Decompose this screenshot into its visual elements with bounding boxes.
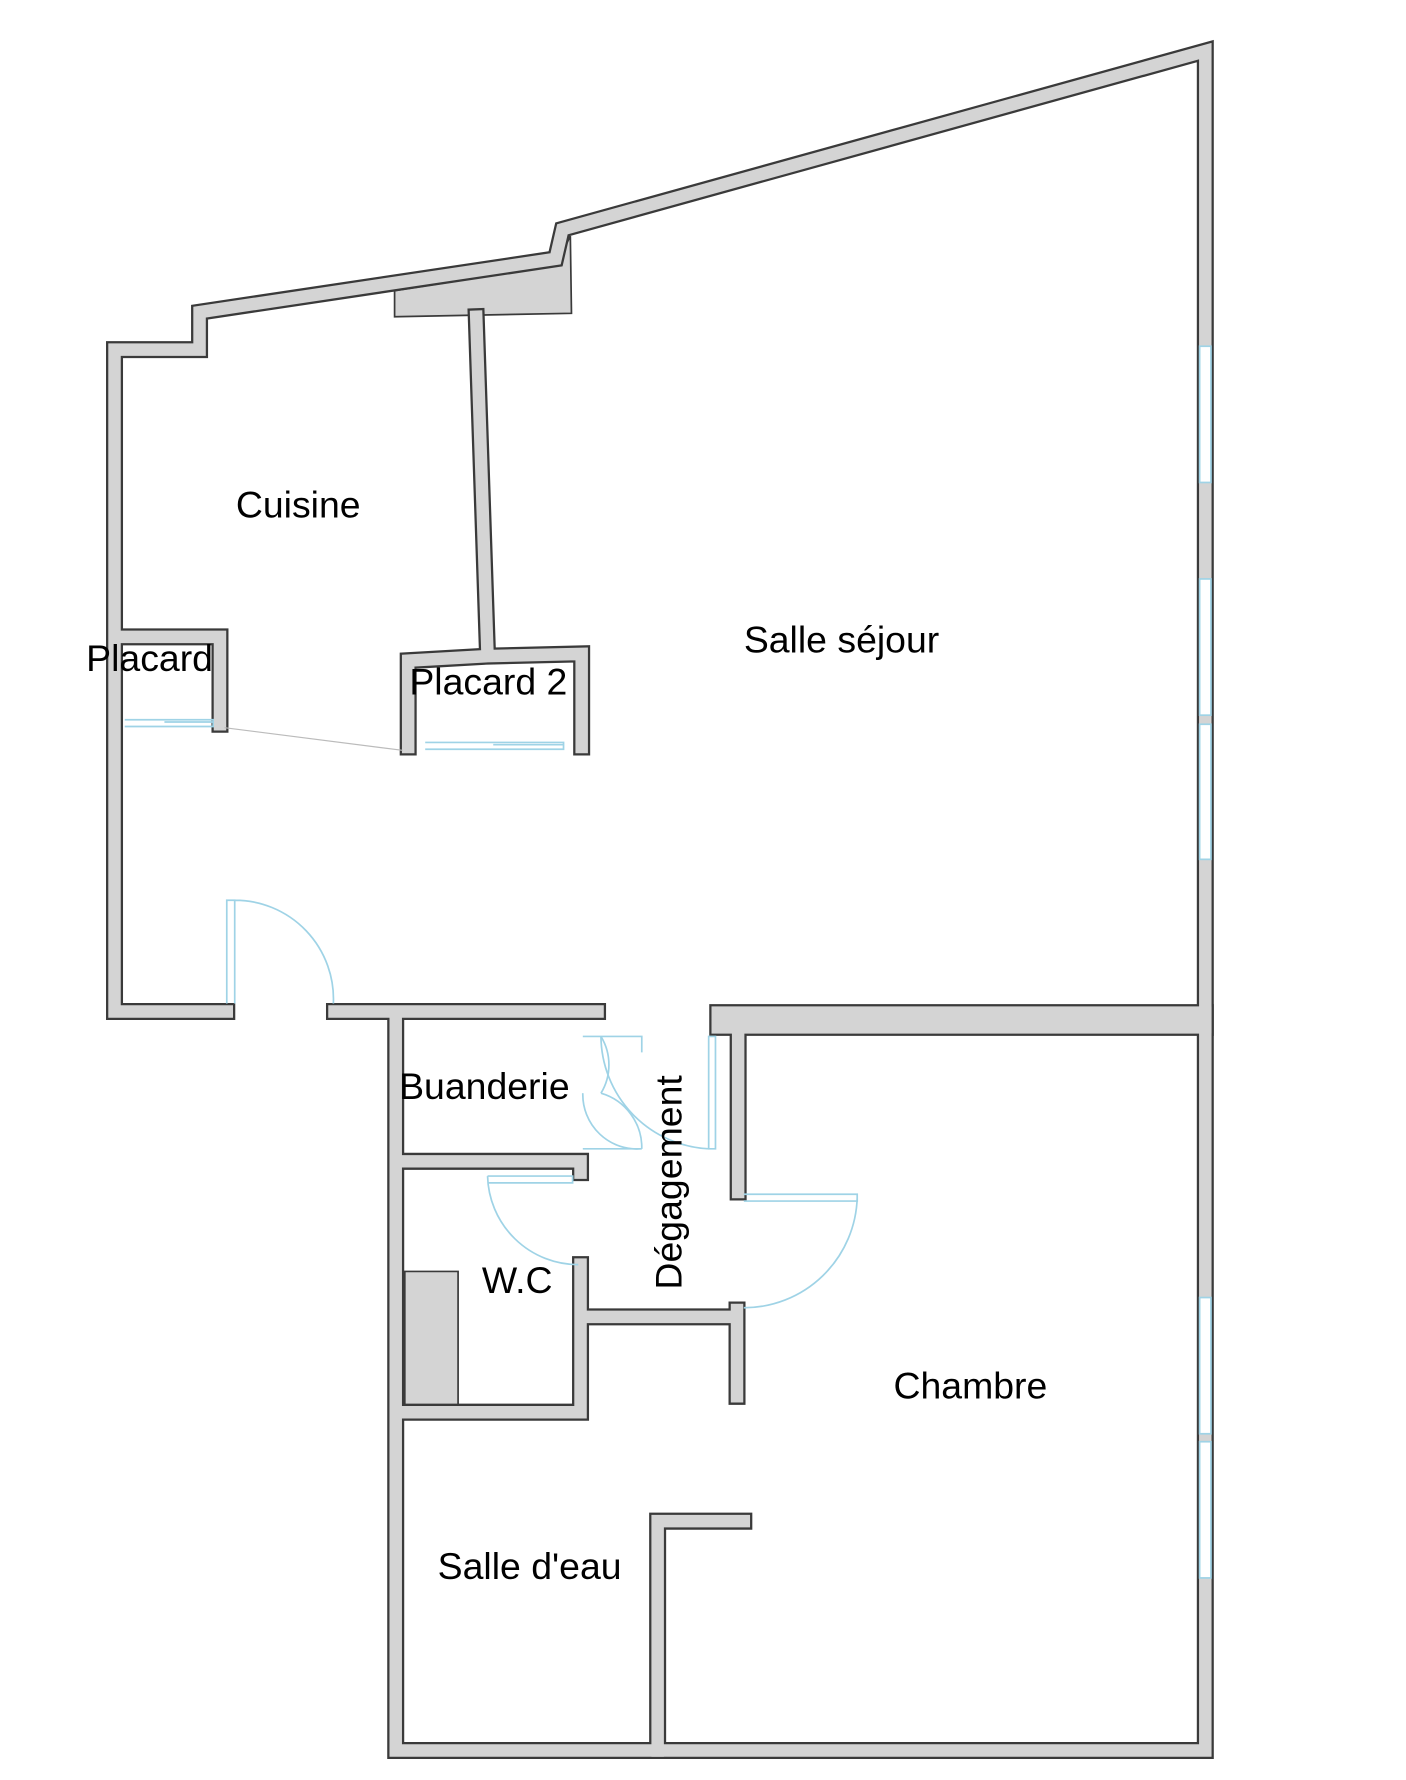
placard2-sliding-door	[425, 741, 565, 751]
window	[1198, 1440, 1212, 1579]
windows	[1198, 345, 1212, 1579]
doors	[124, 718, 859, 1309]
room-label-wc: W.C	[482, 1259, 553, 1301]
chambre-door	[743, 1193, 859, 1309]
room-label-placard: Placard	[86, 637, 213, 679]
room-label-placard-2: Placard 2	[409, 661, 567, 703]
window	[1198, 578, 1212, 717]
placard-sliding-door	[124, 718, 215, 728]
room-label-degagement: Dégagement	[647, 1075, 689, 1290]
window	[1198, 723, 1212, 861]
room-label-salle-sejour: Salle séjour	[744, 619, 939, 661]
room-label-cuisine: Cuisine	[236, 484, 361, 526]
room-label-salle-deau: Salle d'eau	[438, 1545, 622, 1587]
room-label-buanderie: Buanderie	[399, 1065, 570, 1107]
window	[1198, 1296, 1212, 1435]
window	[1198, 345, 1212, 484]
walls	[106, 39, 1214, 1759]
buanderie-door	[581, 1035, 643, 1150]
degagement-door	[600, 1035, 717, 1150]
wall-pillar-wc	[403, 1270, 459, 1414]
entrance-door	[225, 899, 335, 1004]
room-label-chambre: Chambre	[893, 1365, 1047, 1407]
wc-door	[486, 1175, 579, 1266]
room-labels: Cuisine Placard Placard 2 Salle séjour B…	[86, 484, 1047, 1587]
placard-line	[224, 727, 403, 751]
